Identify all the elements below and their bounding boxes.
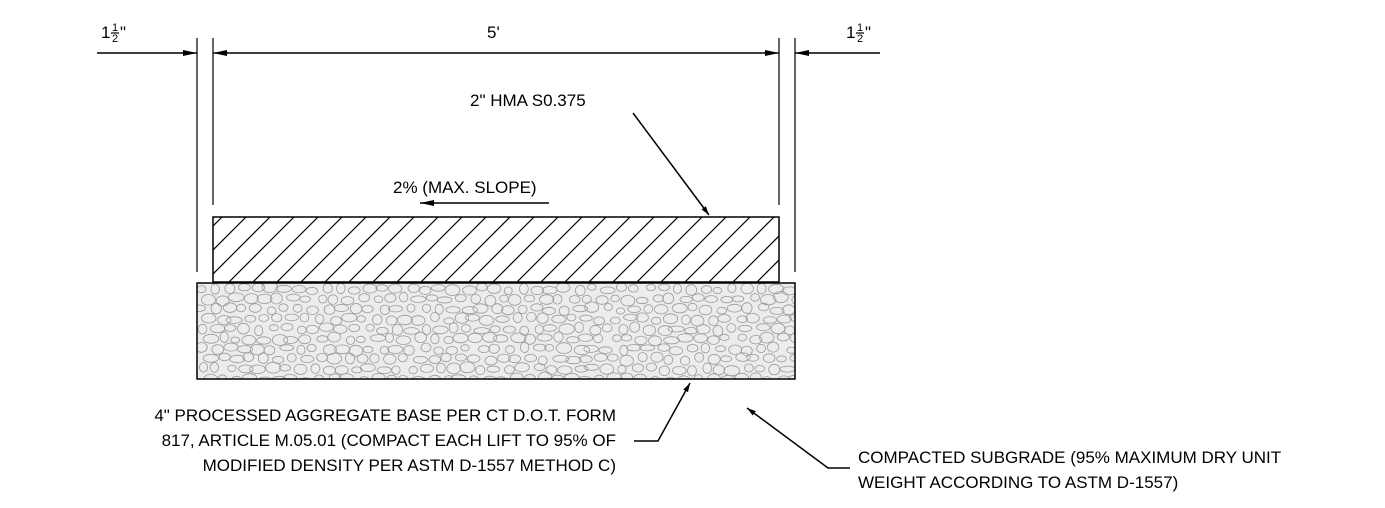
svg-text:1: 1 <box>112 22 118 34</box>
svg-text:MODIFIED DENSITY PER ASTM D-15: MODIFIED DENSITY PER ASTM D-1557 METHOD … <box>203 456 616 475</box>
svg-text:2: 2 <box>112 33 118 45</box>
slope-label: 2% (MAX. SLOPE) <box>393 178 537 197</box>
svg-text:4" PROCESSED AGGREGATE BASE PE: 4" PROCESSED AGGREGATE BASE PER CT D.O.T… <box>154 406 616 425</box>
hma-hatch <box>213 217 779 282</box>
aggregate-base-label: 4" PROCESSED AGGREGATE BASE PER CT D.O.T… <box>154 406 616 475</box>
svg-text:1: 1 <box>857 22 863 34</box>
right-offset-label: 1 1 2 " <box>846 22 871 45</box>
aggregate-base-leader <box>634 382 691 442</box>
svg-text:": " <box>120 23 126 42</box>
dimension-extension-lines <box>196 38 796 272</box>
subgrade-leader <box>746 407 850 469</box>
width-dimension-label: 5' <box>487 23 500 42</box>
svg-text:": " <box>865 23 871 42</box>
subgrade-label: COMPACTED SUBGRADE (95% MAXIMUM DRY UNIT… <box>858 448 1281 492</box>
aggregate-base-layer <box>196 282 796 380</box>
svg-text:WEIGHT ACCORDING TO ASTM D-155: WEIGHT ACCORDING TO ASTM D-1557) <box>858 473 1178 492</box>
hma-label: 2" HMA S0.375 <box>470 91 586 110</box>
aggregate-pebble-texture <box>197 283 795 379</box>
svg-text:1: 1 <box>846 23 855 42</box>
hma-layer <box>212 216 780 283</box>
svg-text:2: 2 <box>857 33 863 45</box>
hma-leader <box>632 112 710 216</box>
left-offset-label: 1 1 2 " <box>101 22 126 45</box>
svg-text:COMPACTED SUBGRADE (95% MAXIMU: COMPACTED SUBGRADE (95% MAXIMUM DRY UNIT <box>858 448 1281 467</box>
svg-text:817, ARTICLE M.05.01 (COMPACT: 817, ARTICLE M.05.01 (COMPACT EACH LIFT … <box>162 431 616 450</box>
svg-text:1: 1 <box>101 23 110 42</box>
